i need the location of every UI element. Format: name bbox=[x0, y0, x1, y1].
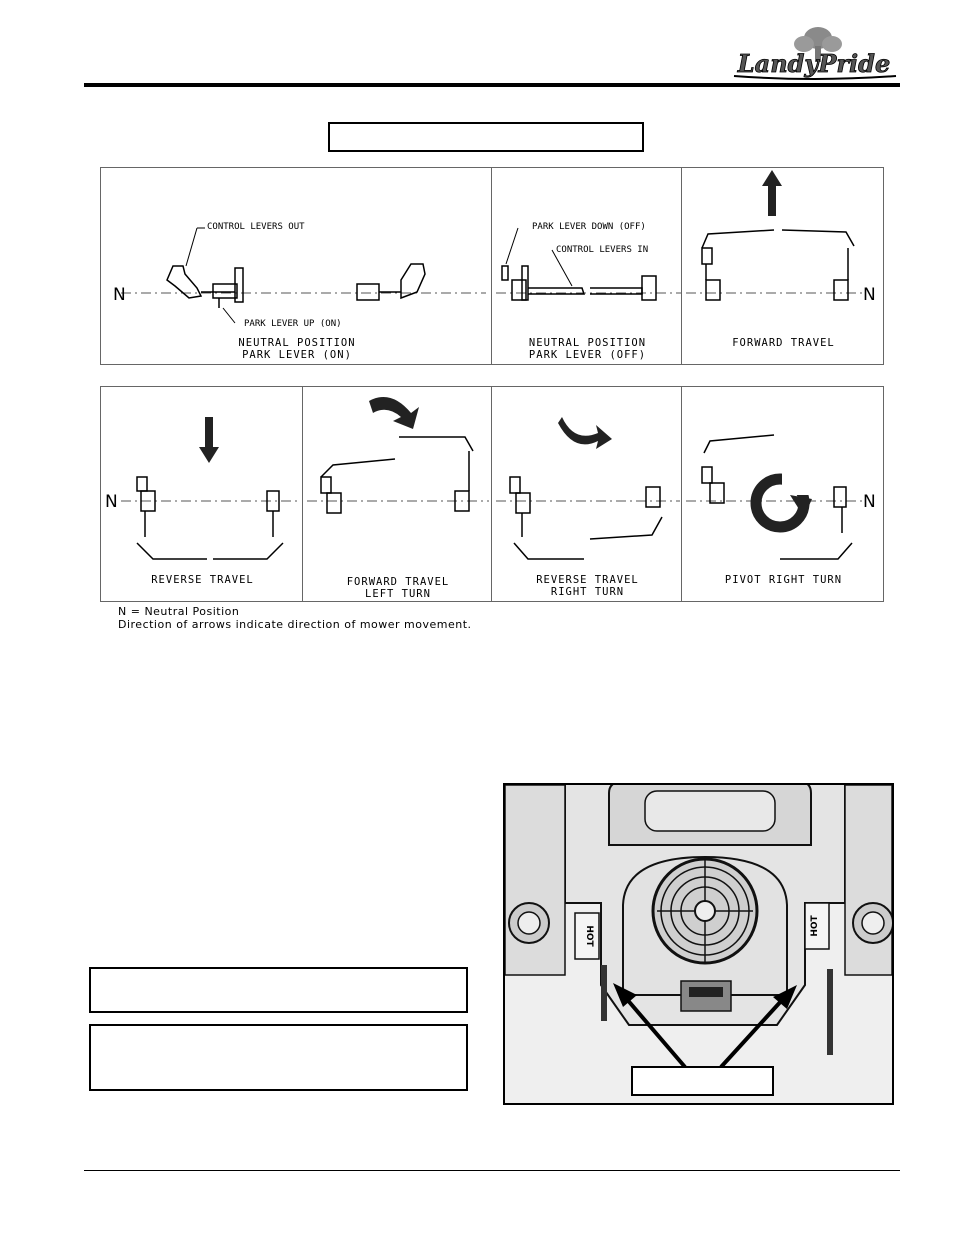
pivot-arrow-icon bbox=[750, 473, 812, 533]
label-park-lever-up: PARK LEVER UP (ON) bbox=[244, 319, 342, 329]
caption-line1: NEUTRAL POSITION bbox=[528, 337, 647, 349]
caption-line2: LEFT TURN bbox=[365, 588, 431, 600]
mower-rear-photo: HOT HOT bbox=[503, 783, 894, 1105]
panel-neutral-park-on: N CONTROL LEVERS OUT PARK LEVER UP (ON) … bbox=[100, 167, 492, 365]
panel-reverse-travel: N REVERSE TRAVEL bbox=[100, 386, 303, 602]
caption-line1: NEUTRAL POSITION bbox=[238, 337, 356, 349]
note-box-1 bbox=[89, 967, 468, 1013]
caption-line1: PIVOT RIGHT TURN bbox=[724, 574, 843, 586]
legend-arrows: Direction of arrows indicate direction o… bbox=[118, 618, 472, 631]
legend-neutral: N = Neutral Position bbox=[118, 605, 240, 618]
hot-label-left: HOT bbox=[584, 925, 594, 947]
rotate-left-arrow-icon bbox=[369, 397, 419, 429]
lever-assembly-drawing bbox=[701, 434, 853, 560]
fan-icon bbox=[651, 857, 759, 965]
note-box-2 bbox=[89, 1024, 468, 1091]
caption-line2: RIGHT TURN bbox=[550, 586, 625, 598]
panel-pivot-right-turn: N PIVOT RIGHT TURN bbox=[681, 386, 884, 602]
landpride-logo: LandyPride bbox=[726, 20, 902, 82]
right-wheel bbox=[852, 902, 892, 944]
panel-reverse-right-turn: REVERSE TRAVEL RIGHT TURN bbox=[491, 386, 682, 602]
right-lever-drawing bbox=[356, 263, 426, 301]
arrow-to-right-lever-icon bbox=[719, 985, 797, 1069]
caption-line1: FORWARD TRAVEL bbox=[346, 576, 450, 588]
lever-assembly-drawing bbox=[501, 265, 657, 301]
hot-label-right: HOT bbox=[810, 914, 820, 936]
photo-callout-box bbox=[631, 1066, 774, 1096]
lever-assembly-drawing bbox=[320, 436, 474, 514]
arrow-up-icon bbox=[762, 170, 782, 216]
lever-assembly-drawing bbox=[701, 229, 855, 301]
lever-assembly-drawing bbox=[136, 476, 284, 560]
footer-rule bbox=[84, 1170, 900, 1171]
panel-neutral-park-off: PARK LEVER DOWN (OFF) CONTROL LEVERS IN … bbox=[491, 167, 682, 365]
neutral-mark: N bbox=[113, 285, 126, 305]
panel-forward-left-turn: FORWARD TRAVEL LEFT TURN bbox=[302, 386, 492, 602]
arrow-down-icon bbox=[199, 417, 219, 463]
header-rule bbox=[84, 83, 900, 87]
svg-text:LandyPride: LandyPride bbox=[737, 49, 890, 78]
label-control-levers-in: CONTROL LEVERS IN bbox=[556, 245, 649, 255]
tree-icon bbox=[794, 27, 842, 62]
arrow-to-left-lever-icon bbox=[613, 983, 687, 1069]
caption-line2: PARK LEVER (OFF) bbox=[528, 349, 647, 361]
neutral-mark: N bbox=[863, 285, 876, 305]
left-lever-drawing bbox=[166, 265, 244, 308]
lever-assembly-drawing bbox=[509, 476, 663, 560]
caption-line1: REVERSE TRAVEL bbox=[536, 574, 639, 586]
figure-title-box bbox=[328, 122, 644, 152]
caption-line2: PARK LEVER (ON) bbox=[242, 349, 352, 361]
rotate-right-arrow-icon bbox=[558, 417, 612, 449]
neutral-mark: N bbox=[105, 492, 118, 512]
label-control-levers-out: CONTROL LEVERS OUT bbox=[207, 222, 305, 232]
caption-line1: FORWARD TRAVEL bbox=[732, 337, 835, 349]
label-park-lever-down: PARK LEVER DOWN (OFF) bbox=[532, 222, 646, 232]
panel-forward-travel: N FORWARD TRAVEL bbox=[681, 167, 884, 365]
neutral-mark: N bbox=[863, 492, 876, 512]
caption-line1: REVERSE TRAVEL bbox=[151, 574, 254, 586]
left-wheel bbox=[508, 902, 550, 944]
